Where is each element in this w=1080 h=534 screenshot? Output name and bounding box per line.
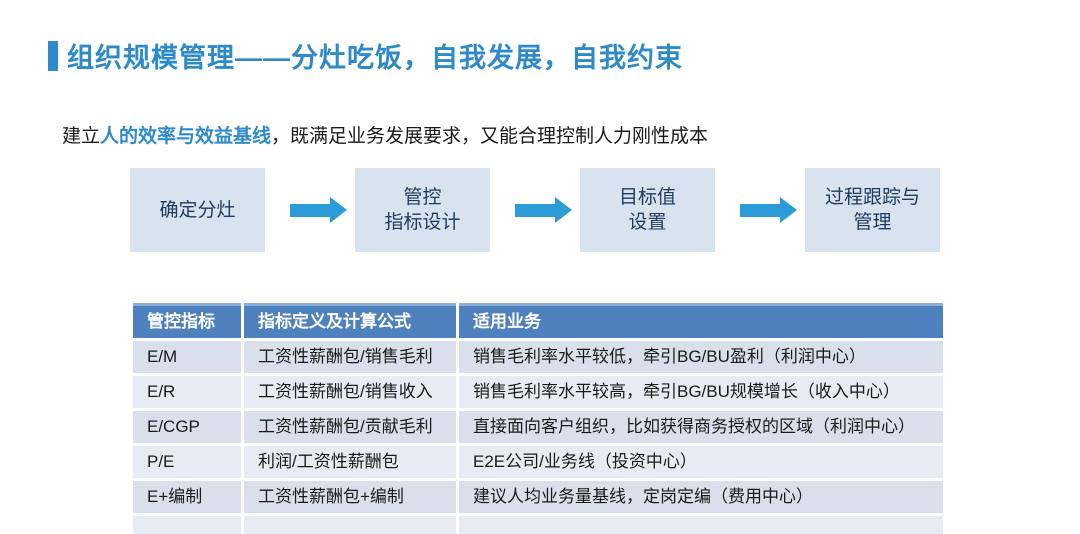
right-arrow-icon xyxy=(740,203,780,217)
flow-step-3: 目标值 设置 xyxy=(580,168,715,252)
cell-definition xyxy=(244,516,456,534)
table-header-row: 管控指标 指标定义及计算公式 适用业务 xyxy=(133,303,943,338)
subtitle-suffix: ，既满足业务发展要求，又能合理控制人力刚性成本 xyxy=(271,126,709,147)
flow-gap xyxy=(490,203,580,217)
cell-definition: 工资性薪酬包/销售收入 xyxy=(244,376,456,408)
flow-step-2: 管控 指标设计 xyxy=(355,168,490,252)
table-row: E/CGP 工资性薪酬包/贡献毛利 直接面向客户组织，比如获得商务授权的区域（利… xyxy=(133,411,943,443)
subtitle-highlight: 人的效率与效益基线 xyxy=(100,126,272,147)
cell-definition: 工资性薪酬包/销售毛利 xyxy=(244,341,456,373)
cell-metric: E/M xyxy=(133,341,241,373)
page-title: 组织规模管理——分灶吃饭，自我发展，自我约束 xyxy=(67,43,683,73)
cell-definition: 利润/工资性薪酬包 xyxy=(244,446,456,478)
cell-definition: 工资性薪酬包+编制 xyxy=(244,481,456,513)
cell-metric: P/E xyxy=(133,446,241,478)
table-row: E/R 工资性薪酬包/销售收入 销售毛利率水平较高，牵引BG/BU规模增长（收入… xyxy=(133,376,943,408)
table-row-empty xyxy=(133,516,943,534)
header-cell-business: 适用业务 xyxy=(459,303,943,338)
cell-business: 销售毛利率水平较低，牵引BG/BU盈利（利润中心） xyxy=(459,341,943,373)
right-arrow-icon xyxy=(515,203,555,217)
subtitle-prefix: 建立 xyxy=(62,126,101,147)
flow-gap xyxy=(715,203,805,217)
cell-business: E2E公司/业务线（投资中心） xyxy=(459,446,943,478)
title-accent-bar xyxy=(48,40,58,71)
header-cell-metric: 管控指标 xyxy=(133,303,241,338)
table-row: E+编制 工资性薪酬包+编制 建议人均业务量基线，定岗定编（费用中心） xyxy=(133,481,943,513)
table-row: E/M 工资性薪酬包/销售毛利 销售毛利率水平较低，牵引BG/BU盈利（利润中心… xyxy=(133,341,943,373)
flow-step-1: 确定分灶 xyxy=(130,168,265,252)
cell-business: 销售毛利率水平较高，牵引BG/BU规模增长（收入中心） xyxy=(459,376,943,408)
cell-metric: E+编制 xyxy=(133,481,241,513)
cell-metric: E/R xyxy=(133,376,241,408)
flow-step-4: 过程跟踪与 管理 xyxy=(805,168,940,252)
cell-business: 建议人均业务量基线，定岗定编（费用中心） xyxy=(459,481,943,513)
right-arrow-icon xyxy=(290,203,330,217)
cell-business: 直接面向客户组织，比如获得商务授权的区域（利润中心） xyxy=(459,411,943,443)
subtitle: 建立人的效率与效益基线，既满足业务发展要求，又能合理控制人力刚性成本 xyxy=(62,123,708,151)
cell-metric: E/CGP xyxy=(133,411,241,443)
cell-metric xyxy=(133,516,241,534)
flow-gap xyxy=(265,203,355,217)
cell-definition: 工资性薪酬包/贡献毛利 xyxy=(244,411,456,443)
header-cell-definition: 指标定义及计算公式 xyxy=(244,303,456,338)
table-row: P/E 利润/工资性薪酬包 E2E公司/业务线（投资中心） xyxy=(133,446,943,478)
title-row: 组织规模管理——分灶吃饭，自我发展，自我约束 xyxy=(48,36,683,75)
metrics-table: 管控指标 指标定义及计算公式 适用业务 E/M 工资性薪酬包/销售毛利 销售毛利… xyxy=(133,303,943,534)
cell-business xyxy=(459,516,943,534)
process-flow: 确定分灶 管控 指标设计 目标值 设置 过程跟踪与 管理 xyxy=(130,168,940,252)
